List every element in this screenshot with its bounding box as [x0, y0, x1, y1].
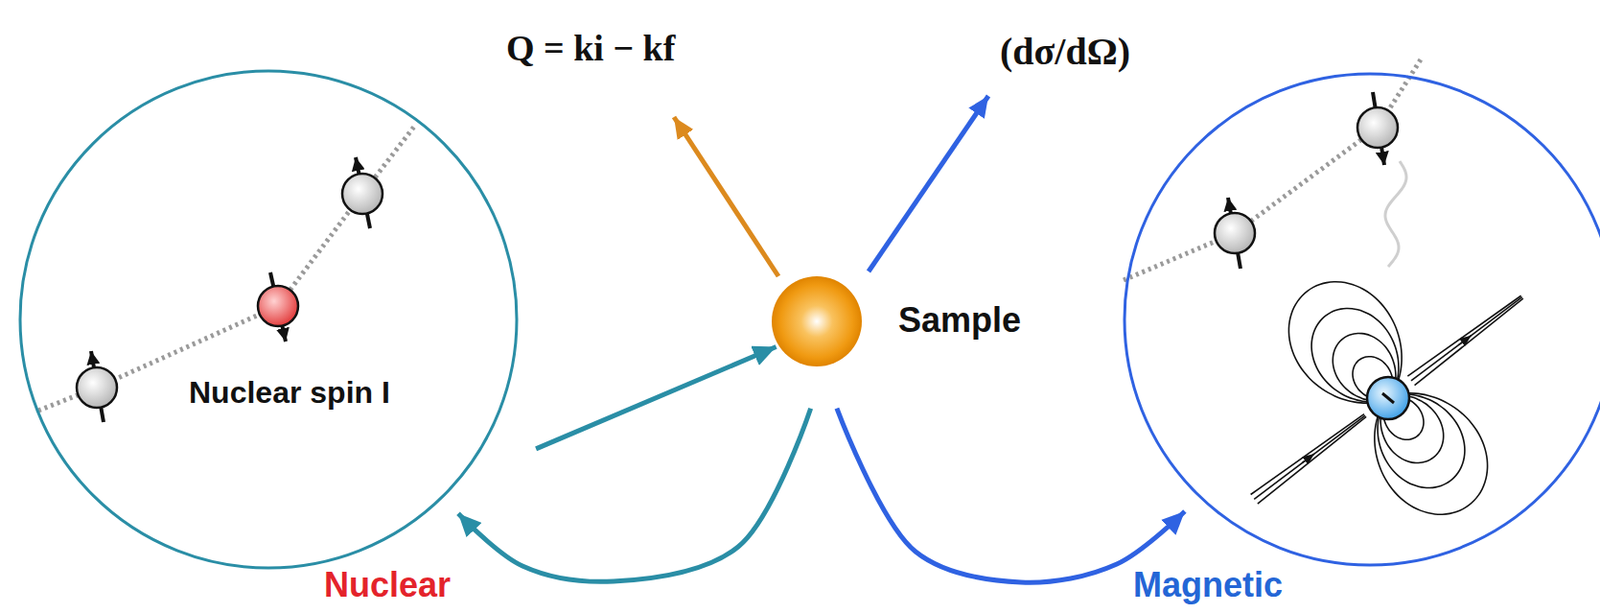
field-arrow	[1301, 453, 1315, 464]
cross-section-formula: (dσ/dΩ)	[999, 28, 1131, 74]
text-holder: Nuclear spin I	[188, 375, 391, 410]
circle-outline	[18, 69, 519, 570]
field-line	[1253, 415, 1366, 499]
sample-label: Sample	[898, 301, 1021, 340]
spin-chain	[38, 126, 415, 411]
field-line	[1257, 416, 1367, 504]
circle-outline	[1122, 71, 1600, 567]
field-line	[1411, 297, 1523, 381]
text-holder: Sample	[898, 301, 1021, 340]
spin-particle	[1357, 107, 1398, 148]
scattering-curve	[836, 408, 1185, 583]
text-holder: Nuclear	[324, 565, 451, 604]
scattering-curve	[458, 408, 812, 582]
sample-sphere: Sample	[771, 276, 862, 367]
field-line	[1407, 295, 1521, 376]
spin-chain	[1123, 59, 1421, 280]
spin-particle	[1214, 212, 1255, 254]
momentum-transfer-formula: Q = ki − kf	[506, 26, 675, 70]
spin-particle	[76, 367, 117, 408]
category-heading: Magnetic	[1133, 565, 1283, 604]
dipole-mark	[1382, 393, 1394, 403]
node-label: Nuclear spin I	[188, 375, 391, 410]
spin-particle	[257, 285, 299, 326]
nuclear-circle: Nuclear spin INuclear	[18, 69, 519, 570]
field-line	[1414, 298, 1524, 386]
sphere-shape	[771, 276, 862, 367]
incident-arrow	[535, 346, 776, 448]
text-holder: Magnetic	[1133, 565, 1283, 604]
field-arrow	[1459, 335, 1472, 346]
interaction-wave	[1385, 161, 1407, 267]
scattering-arrow	[868, 95, 989, 272]
dipole-ball	[1367, 376, 1410, 419]
magnetic-circle: Magnetic	[1122, 71, 1600, 567]
category-heading: Nuclear	[324, 565, 451, 604]
field-line	[1251, 414, 1365, 495]
spin-particle	[342, 173, 383, 214]
momentum-arrow	[673, 116, 779, 277]
